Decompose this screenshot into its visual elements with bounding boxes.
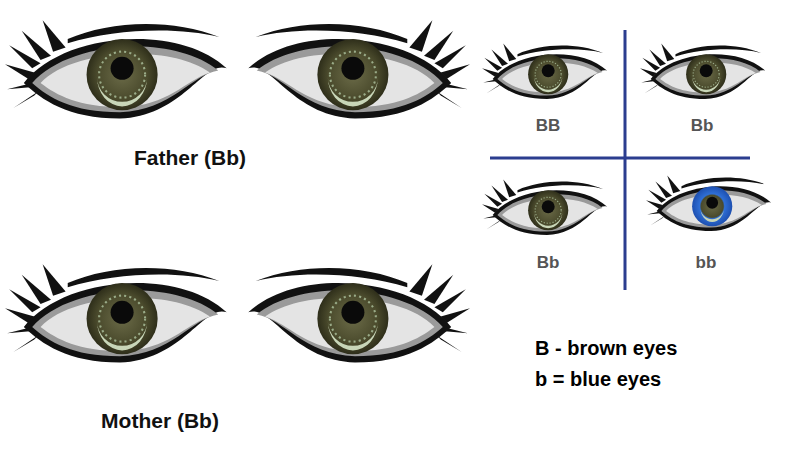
parent-label: Mother (Bb): [101, 409, 219, 433]
genotype-label: bb: [696, 253, 717, 273]
punnett-line: [624, 30, 627, 290]
key-text: B - brown eyes: [535, 337, 677, 360]
genotype-label: BB: [536, 116, 561, 136]
parent-label: Father (Bb): [134, 146, 246, 170]
punnett-line: [490, 157, 750, 160]
key-text: b = blue eyes: [535, 368, 661, 391]
genotype-label: Bb: [537, 253, 560, 273]
genotype-label: Bb: [691, 116, 714, 136]
